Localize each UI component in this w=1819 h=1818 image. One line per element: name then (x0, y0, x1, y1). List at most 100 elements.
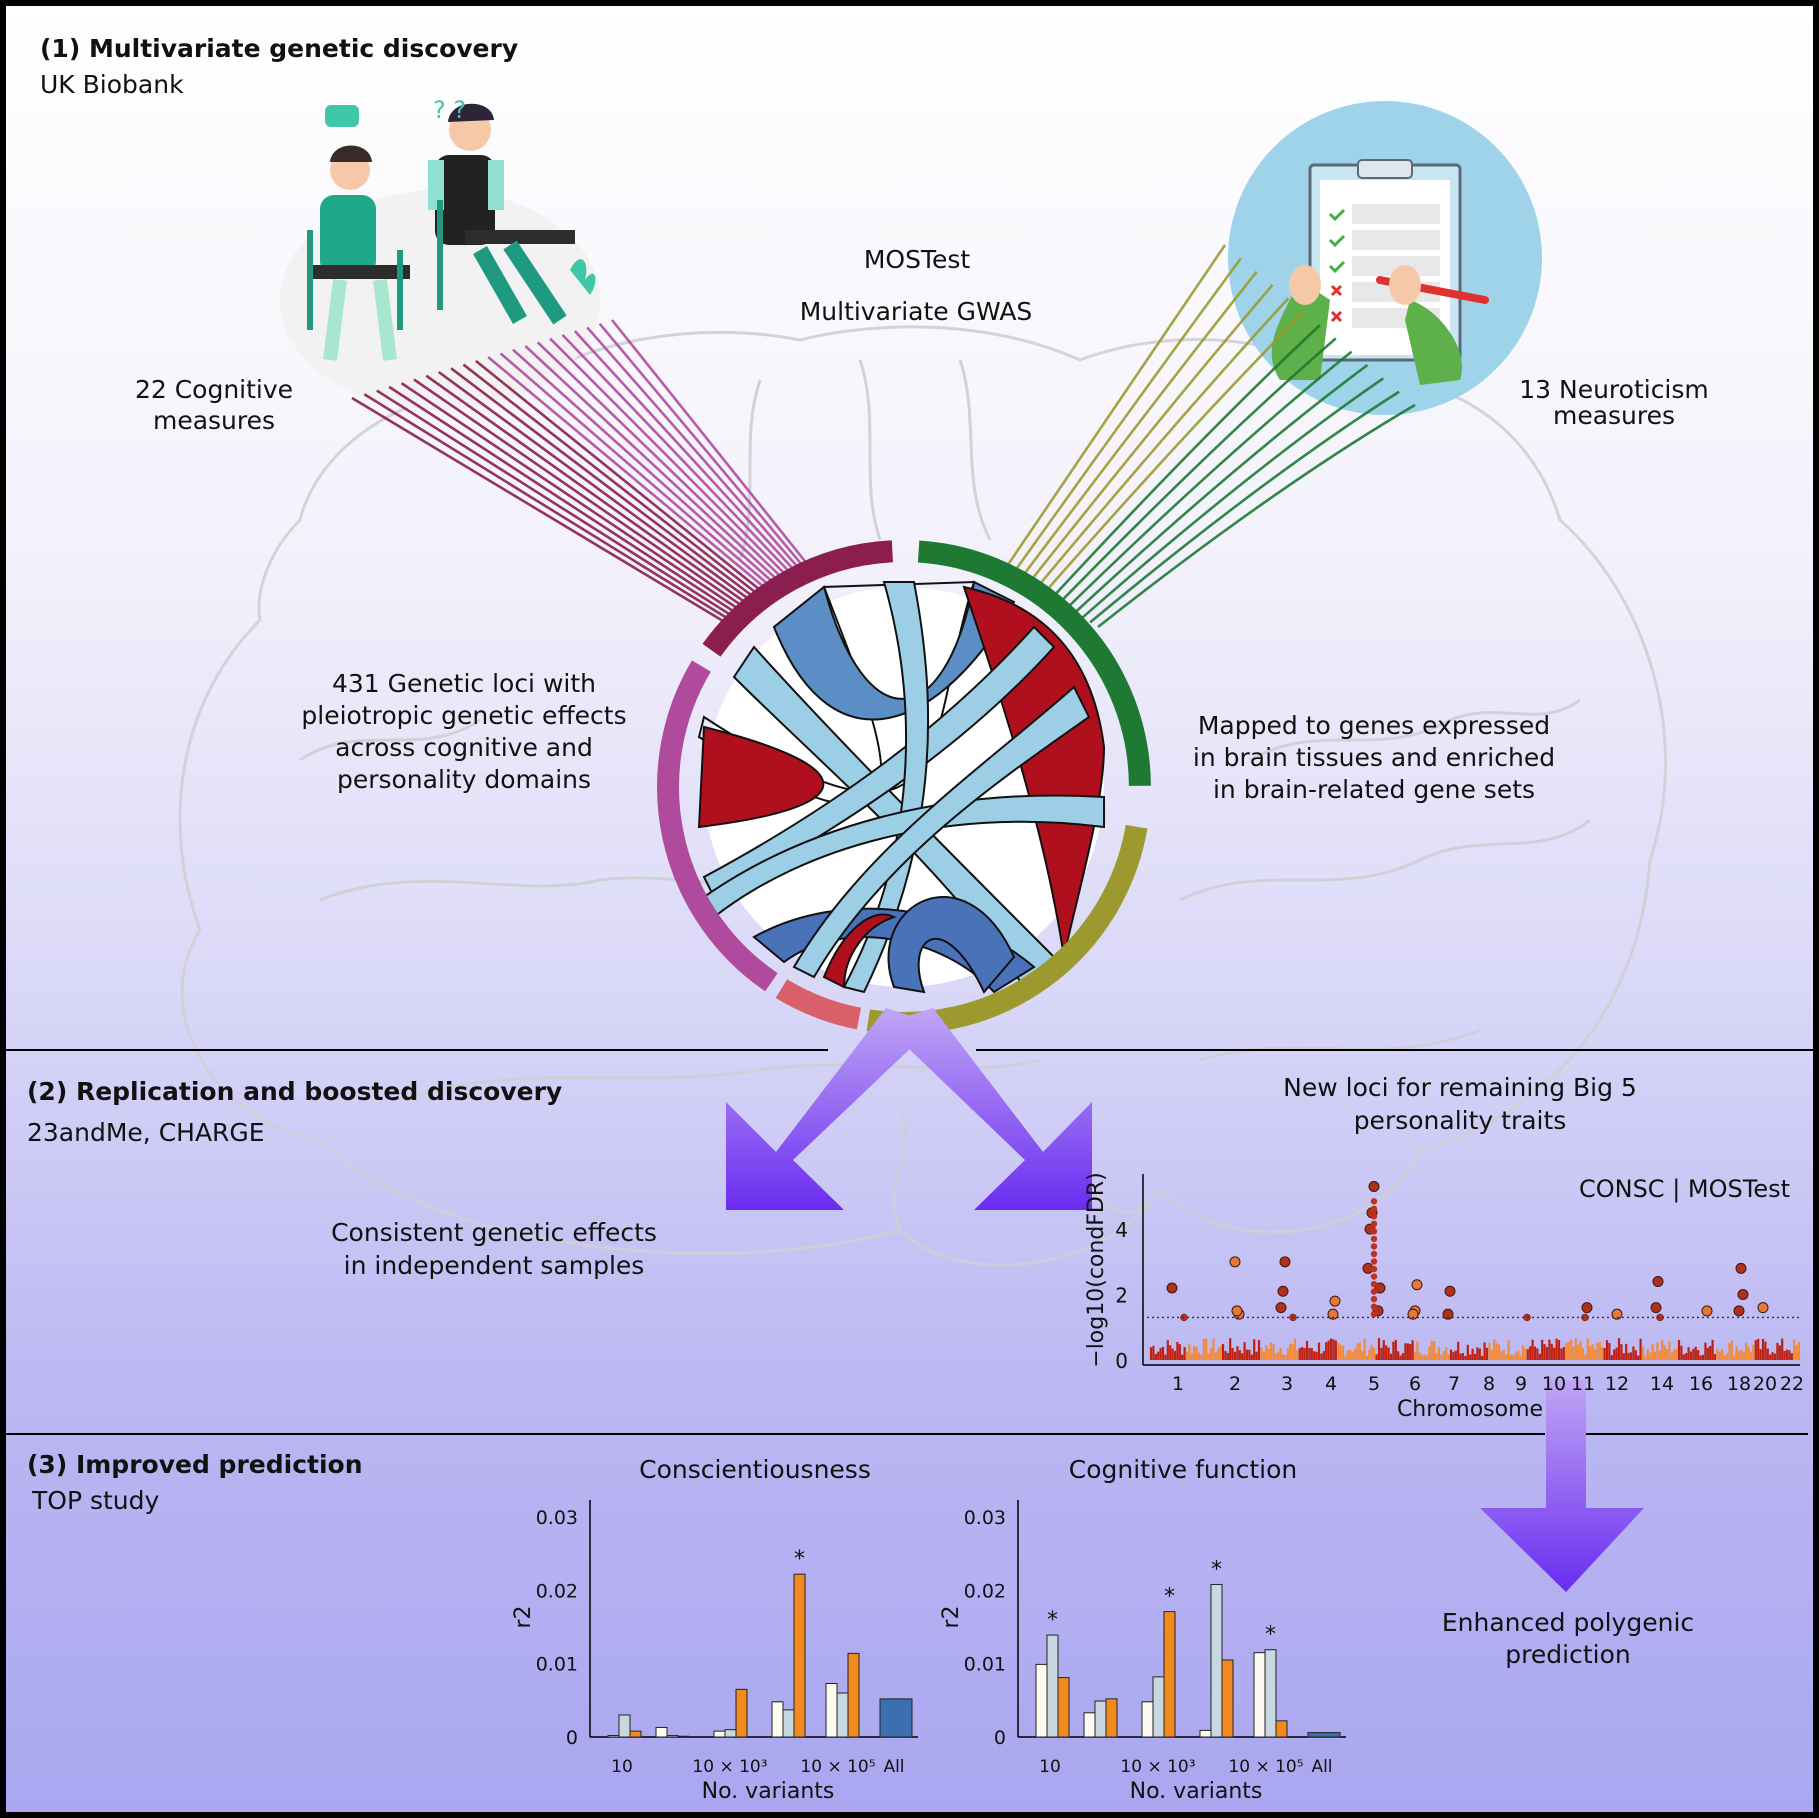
cognitive-measure-line (351, 396, 739, 632)
loci-label-line3: across cognitive and (335, 733, 593, 762)
significance-star: * (1265, 1623, 1276, 1648)
neuroticism-measure-line (1009, 257, 1242, 578)
manhattan-point (1757, 1302, 1769, 1314)
manhattan-point (1370, 1288, 1378, 1295)
neuroticism-measure-lines (1001, 244, 1416, 629)
bar (1094, 1700, 1107, 1738)
neuroticism-measure-line (1089, 390, 1400, 624)
manhattan-x-tick: 3 (1281, 1373, 1293, 1395)
manhattan-point (1370, 1303, 1378, 1310)
bar (1046, 1634, 1059, 1738)
loci-label-line1: 431 Genetic loci with (331, 669, 597, 698)
bar-chart-y-tick: 0.03 (964, 1507, 1006, 1529)
cognitive-measure-line (462, 363, 769, 604)
neuroticism-measure-line (1081, 377, 1385, 619)
significance-star: * (1047, 1608, 1058, 1633)
mapped-label-line2: in brain tissues and enriched (1192, 743, 1556, 772)
bar-chart-y-tick: 0 (994, 1727, 1006, 1749)
cognitive-measure-line (610, 319, 810, 566)
section2-source: 23andMe, CHARGE (27, 1118, 265, 1147)
manhattan-point (1229, 1256, 1241, 1268)
cognitive-measures-label-line1: 22 Cognitive (134, 375, 294, 404)
section2-heading: (2) Replication and boosted discovery (27, 1077, 563, 1106)
manhattan-point (1370, 1243, 1378, 1250)
enhanced-prediction-label-line2: prediction (1505, 1640, 1631, 1669)
bar (1253, 1652, 1266, 1738)
manhattan-point (1370, 1280, 1378, 1288)
section3-source: TOP study (32, 1486, 160, 1515)
bar-chart-title: Conscientiousness (639, 1455, 871, 1484)
neuroticism-measures-label-line2: measures (1552, 401, 1676, 430)
cognitive-measure-line (450, 367, 766, 607)
mapped-label-line3: in brain-related gene sets (1212, 775, 1536, 804)
manhattan-x-tick: 14 (1650, 1373, 1674, 1395)
cognitive-measure-line (586, 326, 803, 573)
neuroticism-measure-line (1033, 297, 1290, 592)
bar (1141, 1701, 1154, 1738)
manhattan-point (1370, 1295, 1378, 1303)
manhattan-point (1442, 1308, 1454, 1320)
manhattan-x-tick: 8 (1483, 1373, 1495, 1395)
manhattan-x-tick: 9 (1515, 1373, 1527, 1395)
cognitive-measure-line (512, 348, 783, 591)
bar (793, 1573, 806, 1738)
loci-label-line2: pleiotropic genetic effects (301, 701, 627, 730)
manhattan-point (1166, 1282, 1178, 1294)
bar (735, 1688, 748, 1738)
bar-chart-x-tick: All (1311, 1757, 1332, 1777)
loci-label-line4: personality domains (336, 765, 592, 794)
bar-chart-x-axis-label: No. variants (1130, 1779, 1263, 1804)
manhattan-point (1370, 1220, 1378, 1228)
enhanced-prediction-label-line1: Enhanced polygenic (1441, 1608, 1695, 1637)
manhattan-point (1611, 1308, 1623, 1320)
manhattan-point (1327, 1308, 1339, 1320)
bar-chart-x-axis-label: No. variants (702, 1779, 835, 1804)
section1-source: UK Biobank (40, 70, 184, 99)
bar-chart-x-tick: 10 × 10⁵ (1228, 1757, 1303, 1777)
mapped-label-line1: Mapped to genes expressed (1197, 711, 1551, 740)
cognitive-measure-line (474, 359, 773, 601)
multivariate-gwas-label: Multivariate GWAS (799, 297, 1033, 326)
cognitive-measure-line (425, 374, 759, 613)
bar (771, 1701, 784, 1738)
arrow-to-newloci (883, 1008, 1092, 1210)
bar-chart-title: Cognitive function (1069, 1455, 1297, 1484)
manhattan-point (1735, 1262, 1747, 1274)
bar-chart-y-tick: 0 (566, 1727, 578, 1749)
manhattan-x-tick: 4 (1325, 1373, 1337, 1395)
bar-chart-x-tick: 10 × 10⁵ (800, 1757, 875, 1777)
manhattan-point (1368, 1181, 1380, 1193)
bar (655, 1726, 668, 1738)
chord-diagram (657, 540, 1151, 1034)
manhattan-point (1737, 1289, 1749, 1301)
cognitive-measure-line (549, 337, 793, 582)
neuroticism-measure-line (1057, 337, 1337, 605)
manhattan-point (1370, 1213, 1378, 1220)
manhattan-x-tick: 5 (1368, 1373, 1380, 1395)
bar (1264, 1649, 1277, 1738)
manhattan-point (1370, 1235, 1378, 1243)
manhattan-point (1370, 1273, 1378, 1280)
bar (1307, 1732, 1341, 1738)
bar (879, 1698, 913, 1738)
manhattan-x-axis-label: Chromosome (1397, 1397, 1543, 1422)
bar (607, 1735, 620, 1738)
cognitive-measure-line (536, 341, 789, 585)
section1-heading: (1) Multivariate genetic discovery (40, 34, 519, 63)
neuroticism-measure-line (1041, 310, 1306, 596)
neuroticism-measure-line (1001, 244, 1227, 573)
cognitive-measure-line (573, 330, 799, 576)
manhattan-point (1275, 1302, 1287, 1314)
neuroticism-measure-line (1049, 324, 1321, 601)
bar (782, 1709, 795, 1738)
manhattan-point (1231, 1305, 1243, 1317)
manhattan-x-tick: 6 (1409, 1373, 1421, 1395)
mostest-label: MOSTest (863, 245, 971, 274)
manhattan-y-tick: 4 (1115, 1218, 1128, 1242)
manhattan-point (1581, 1302, 1593, 1314)
new-loci-label-line2: personality traits (1353, 1106, 1567, 1135)
manhattan-point (1701, 1305, 1713, 1317)
consistent-effects-label-line1: Consistent genetic effects (331, 1218, 657, 1247)
